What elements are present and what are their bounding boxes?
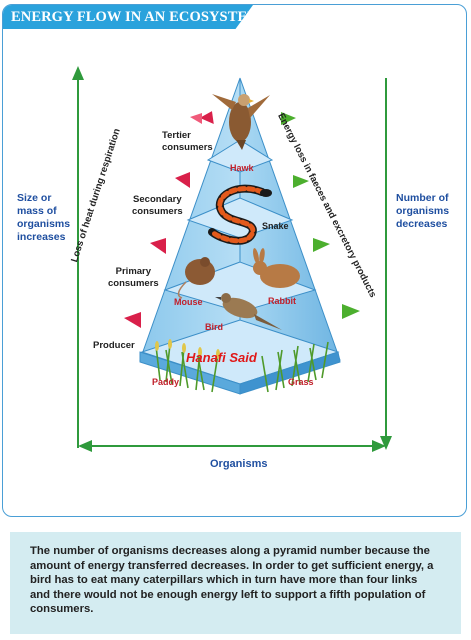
heat-loss-arrows — [124, 111, 214, 328]
hawk-illustration — [212, 94, 270, 150]
label-producer: Producer — [93, 340, 135, 351]
label-tertiary-consumers: Tertier consumers — [162, 130, 213, 153]
label-rabbit: Rabbit — [268, 296, 296, 306]
right-axis-arrow — [380, 78, 392, 450]
watermark: Hanafi Said — [186, 350, 257, 365]
label-bird: Bird — [205, 322, 223, 332]
label-organisms-axis: Organisms — [210, 458, 268, 470]
label-paddy: Paddy — [152, 377, 180, 387]
label-primary-consumers: Primary consumers — [108, 266, 159, 289]
excretion-loss-arrows — [281, 112, 360, 319]
bottom-axis-arrow — [78, 440, 386, 452]
label-mouse: Mouse — [174, 297, 203, 307]
label-grass: Grass — [288, 377, 314, 387]
snake-illustration — [208, 184, 272, 245]
plants-illustration — [155, 339, 329, 393]
explanation-panel: The number of organisms decreases along … — [0, 518, 471, 640]
mouse-illustration — [177, 257, 215, 299]
bird-illustration — [215, 293, 282, 330]
diagram-title: ENERGY FLOW IN AN ECOSYSTEM — [11, 9, 262, 25]
label-hawk: Hawk — [230, 163, 254, 173]
label-number-decreases: Number of organisms decreases — [396, 192, 450, 230]
label-size-mass-increases: Size or mass of organisms increases — [17, 192, 71, 243]
pyramid-diagram — [72, 66, 392, 452]
explanation-text: The number of organisms decreases along … — [30, 545, 434, 616]
rabbit-illustration — [253, 248, 300, 288]
title-banner: ENERGY FLOW IN AN ECOSYSTEM — [3, 5, 253, 29]
explanation-box: The number of organisms decreases along … — [10, 532, 461, 634]
label-snake: Snake — [262, 221, 289, 231]
label-secondary-consumers: Secondary consumers — [132, 194, 183, 217]
left-axis-arrow — [72, 66, 84, 448]
